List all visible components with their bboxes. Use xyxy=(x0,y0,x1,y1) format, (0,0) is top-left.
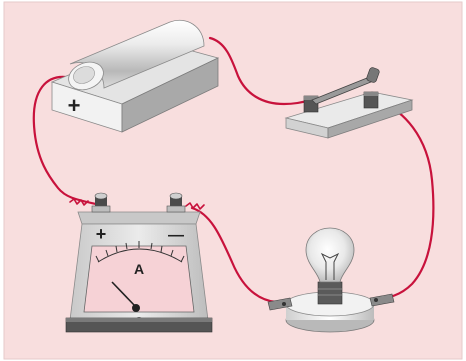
ammeter-plinth-top xyxy=(66,318,212,322)
ammeter-minus-label: — xyxy=(168,227,184,244)
ammeter-needle-pivot xyxy=(132,304,140,312)
ammeter-dial-face xyxy=(84,246,194,312)
bulb-socket xyxy=(318,282,342,304)
ammeter[interactable]: + — A ⊘ xyxy=(66,193,212,332)
ammeter-unit-label: A xyxy=(134,261,144,277)
battery-plus-label: + xyxy=(68,93,81,118)
ammeter-top-plate xyxy=(78,212,200,224)
switch-right-contact-top xyxy=(364,92,378,96)
ammeter-plus-label: + xyxy=(96,224,107,244)
